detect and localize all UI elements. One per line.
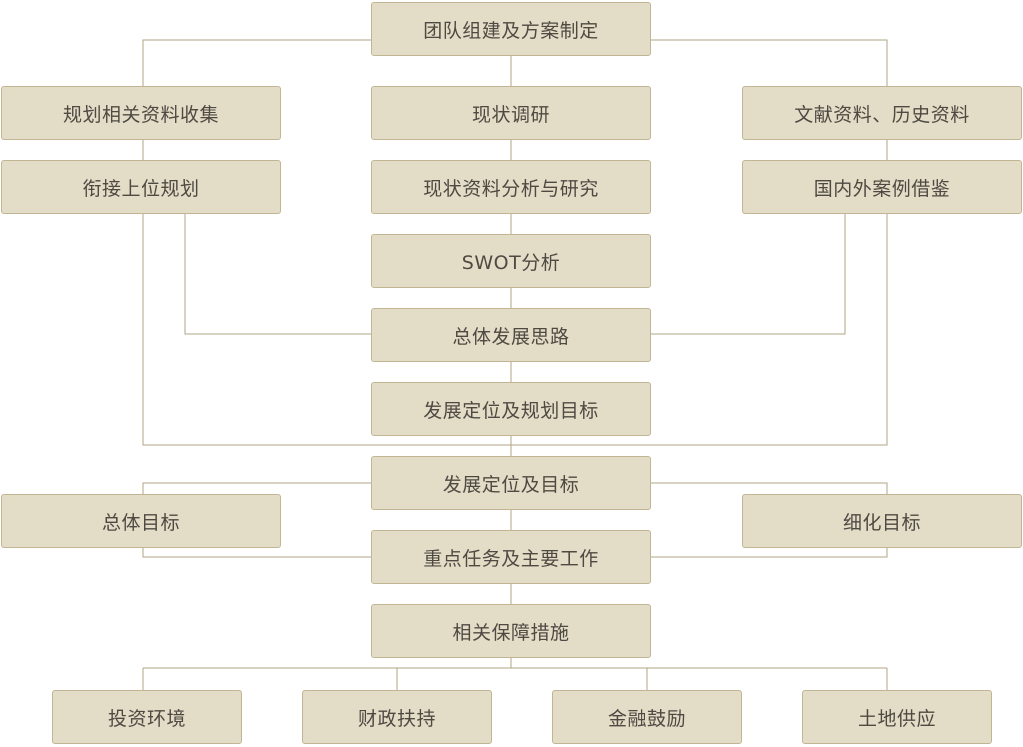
node-label: 发展定位及规划目标 <box>423 399 599 422</box>
connector-team-right <box>651 39 888 86</box>
node-label: SWOT分析 <box>461 251 561 274</box>
node-safeguards: 相关保障措施 <box>371 604 651 658</box>
node-positioning-plan: 发展定位及规划目标 <box>371 382 651 436</box>
connector-outer-left <box>142 214 511 446</box>
node-financial-incentive: 金融鼓励 <box>552 690 742 744</box>
node-label: 金融鼓励 <box>607 707 686 730</box>
node-label: 团队组建及方案制定 <box>423 19 599 42</box>
node-case-study: 国内外案例借鉴 <box>742 160 1022 214</box>
node-overall-goal: 总体目标 <box>1 494 281 548</box>
node-development-idea: 总体发展思路 <box>371 308 651 362</box>
node-label: 重点任务及主要工作 <box>423 547 599 570</box>
node-team-setup: 团队组建及方案制定 <box>371 2 651 56</box>
node-data-collection: 规划相关资料收集 <box>1 86 281 140</box>
node-investment-environment: 投资环境 <box>52 690 242 744</box>
node-label: 发展定位及目标 <box>442 473 580 496</box>
node-fiscal-support: 财政扶持 <box>302 690 492 744</box>
node-status-analysis: 现状资料分析与研究 <box>371 160 651 214</box>
connector-goal-overall <box>142 482 371 494</box>
node-label: 现状调研 <box>471 103 550 126</box>
connector-upper-idea <box>184 214 371 335</box>
node-key-tasks: 重点任务及主要工作 <box>371 530 651 584</box>
node-detailed-goal: 细化目标 <box>742 494 1022 548</box>
node-survey: 现状调研 <box>371 86 651 140</box>
node-literature: 文献资料、历史资料 <box>742 86 1022 140</box>
connector-overall-tasks <box>142 548 371 558</box>
node-label: 投资环境 <box>107 707 186 730</box>
node-label: 国内外案例借鉴 <box>813 177 951 200</box>
node-label: 衔接上位规划 <box>82 177 200 200</box>
node-label: 现状资料分析与研究 <box>423 177 599 200</box>
node-swot: SWOT分析 <box>371 234 651 288</box>
node-label: 相关保障措施 <box>452 621 570 644</box>
node-label: 财政扶持 <box>357 707 436 730</box>
node-label: 细化目标 <box>842 511 921 534</box>
connector-cases-idea <box>651 214 846 335</box>
connector-outer-right <box>511 214 888 446</box>
node-positioning-goal: 发展定位及目标 <box>371 456 651 510</box>
node-land-supply: 土地供应 <box>802 690 992 744</box>
node-label: 土地供应 <box>857 707 936 730</box>
node-label: 总体发展思路 <box>452 325 570 348</box>
node-label: 总体目标 <box>101 511 180 534</box>
node-label: 规划相关资料收集 <box>62 103 219 126</box>
node-label: 文献资料、历史资料 <box>794 103 970 126</box>
connector-goal-detail <box>651 482 888 494</box>
connector-detail-tasks <box>651 548 888 558</box>
node-upper-plan: 衔接上位规划 <box>1 160 281 214</box>
connector-team-left <box>142 39 371 86</box>
